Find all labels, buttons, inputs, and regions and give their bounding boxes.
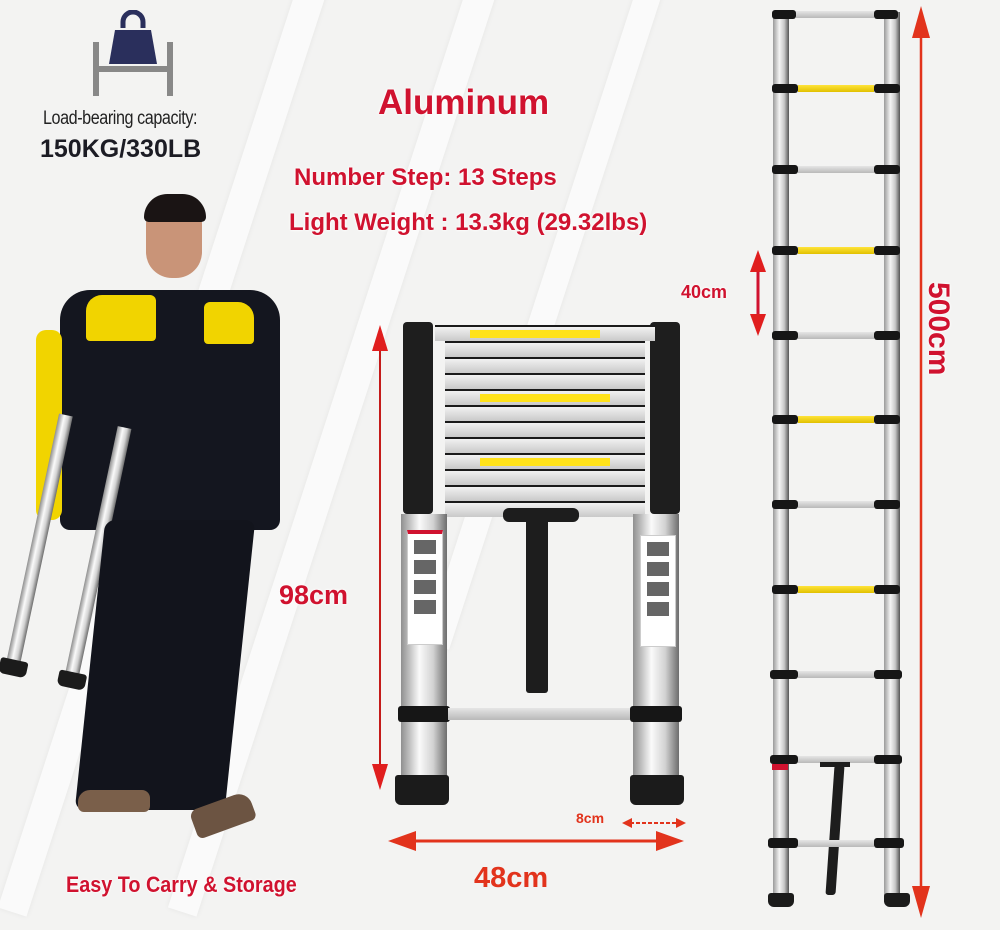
rung (798, 332, 874, 339)
foot (884, 893, 910, 907)
rail-joint (874, 84, 900, 93)
rail-joint (770, 755, 798, 764)
person-trousers (74, 520, 256, 810)
extended-carry-handle (820, 762, 850, 767)
rung (798, 247, 874, 254)
rail-joint (770, 670, 798, 679)
carry-handle-grip (526, 518, 548, 693)
step (445, 389, 645, 405)
extended-ladder-right-rail (884, 12, 900, 902)
load-capacity-value: 150KG/330LB (40, 135, 202, 163)
extended-ladder-left-rail (773, 12, 789, 902)
safety-sticker (640, 535, 676, 647)
collapsed-width-label: 48cm (474, 862, 549, 894)
carry-handle (503, 508, 579, 522)
rail-joint (772, 10, 796, 19)
material-heading: Aluminum (378, 83, 550, 122)
rail-joint (874, 246, 900, 255)
extended-height-label: 500cm (922, 282, 955, 376)
foot (768, 893, 794, 907)
foot (395, 775, 449, 805)
rung (798, 671, 874, 678)
weight-spec: Light Weight : 13.3kg (29.32lbs) (289, 209, 648, 236)
person-hair (144, 194, 206, 222)
height-dimension-arrow (372, 325, 388, 790)
rail-joint (772, 585, 798, 594)
depth-dimension-arrow (622, 818, 686, 828)
step (445, 453, 645, 469)
tagline: Easy To Carry & Storage (66, 872, 297, 897)
rung (798, 85, 874, 92)
leg-joint (630, 706, 682, 722)
load-capacity-badge: Load-bearing capacity: 150KG/330LB (38, 10, 228, 163)
step (445, 437, 645, 453)
collapsed-ladder-left-stack (403, 322, 433, 514)
rung (798, 501, 874, 508)
rail-joint (874, 10, 898, 19)
leg-joint (398, 706, 450, 722)
rail-red-band (772, 764, 788, 770)
collapsed-height-label: 98cm (279, 580, 349, 610)
collapsed-ladder-right-leg (633, 514, 679, 784)
rail-joint (772, 84, 798, 93)
step (445, 373, 645, 389)
rail-joint (772, 415, 798, 424)
foot (630, 775, 684, 805)
jacket-yellow-panel-left (86, 295, 156, 341)
rail-joint (772, 331, 798, 340)
step (445, 405, 645, 421)
rail-joint (874, 165, 900, 174)
step-spacing-arrow (750, 250, 766, 336)
rail-depth-label: 8cm (576, 810, 605, 826)
rung (798, 840, 874, 847)
jacket-yellow-panel-right (204, 302, 254, 344)
person-shoe-left (78, 790, 150, 812)
rung (798, 416, 874, 423)
rung (796, 11, 874, 18)
rung (798, 586, 874, 593)
collapsed-ladder-right-stack (650, 322, 680, 514)
rail-joint (874, 755, 902, 764)
rail-joint (874, 585, 900, 594)
rail-joint (772, 246, 798, 255)
rail-joint (768, 838, 798, 848)
step-spacing-label: 40cm (681, 282, 728, 302)
bottom-rung (448, 708, 630, 720)
width-dimension-arrow (388, 831, 684, 851)
extended-carry-handle-grip (825, 765, 845, 895)
rung (798, 166, 874, 173)
extended-height-arrow (912, 6, 930, 918)
person-carrying-ladder-photo (0, 190, 300, 850)
rail-joint (772, 165, 798, 174)
rail-joint (874, 838, 904, 848)
rail-joint (874, 331, 900, 340)
weight-on-stand-icon (93, 10, 173, 96)
rail-joint (772, 500, 798, 509)
collapsed-ladder-left-leg (401, 514, 447, 784)
rung (798, 756, 874, 763)
load-capacity-label: Load-bearing capacity: (43, 108, 198, 129)
rail-joint (874, 415, 900, 424)
steps-spec: Number Step: 13 Steps (294, 164, 557, 191)
rail-joint (874, 670, 902, 679)
step (445, 357, 645, 373)
rail-joint (874, 500, 900, 509)
step (445, 421, 645, 437)
